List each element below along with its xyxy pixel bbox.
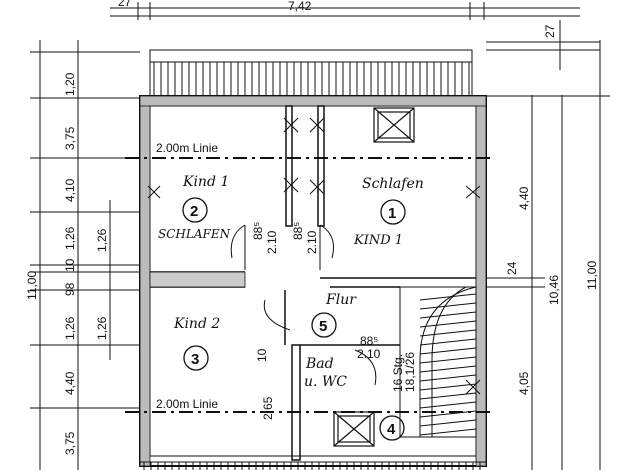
room-1-name: Schlafen bbox=[362, 176, 424, 192]
hatch-bottom-lines bbox=[143, 462, 481, 470]
dim-right-3: 4,05 bbox=[517, 371, 531, 395]
bath-label-2: u. WC bbox=[304, 374, 347, 390]
wall-left bbox=[139, 95, 487, 467]
hatch-top-lines bbox=[153, 62, 470, 96]
door3-height: 2.10 bbox=[357, 347, 381, 361]
door3-width: 88⁵ bbox=[360, 334, 378, 348]
hatch-line bbox=[419, 383, 477, 391]
roof-hatch-top bbox=[149, 49, 473, 97]
top-right-dimension bbox=[486, 20, 600, 70]
staircase bbox=[399, 286, 477, 438]
dim-left-2: 3,75 bbox=[63, 126, 77, 150]
hatch-line bbox=[419, 419, 477, 427]
room-1-subtitle: KIND 1 bbox=[353, 233, 403, 248]
dim-right-1: 4,40 bbox=[517, 186, 531, 210]
hatch-line bbox=[419, 392, 477, 400]
dim-left-8: 4,40 bbox=[63, 371, 77, 395]
room-2-number: 2 bbox=[190, 203, 198, 220]
room-5-name: Flur bbox=[325, 292, 357, 308]
hatch-line bbox=[419, 320, 477, 328]
height-line-lower-label: 2.00m Linie bbox=[156, 397, 218, 411]
room-3-number: 3 bbox=[191, 351, 199, 368]
room-2-subtitle: SCHLAFEN bbox=[158, 227, 231, 241]
roof-window-top bbox=[373, 107, 415, 143]
hatch-line bbox=[419, 356, 477, 364]
bath-width: 10 bbox=[255, 348, 269, 362]
dim-left-5: 10 bbox=[63, 258, 77, 272]
dim-left-inner-1: 1,26 bbox=[95, 228, 109, 252]
stairs-ratio: 18,1/26 bbox=[403, 352, 417, 392]
room-2-name: Kind 1 bbox=[182, 174, 229, 190]
hatch-line bbox=[419, 302, 477, 310]
roof-window-bottom bbox=[333, 411, 375, 447]
room-1-number: 1 bbox=[388, 205, 396, 222]
hatch-line bbox=[419, 374, 477, 382]
hatch-line bbox=[419, 293, 477, 301]
hatch-line bbox=[419, 338, 477, 346]
room-3-name: Kind 2 bbox=[173, 316, 220, 332]
hatch-line bbox=[419, 428, 477, 436]
height-line-upper-label: 2.00m Linie bbox=[156, 141, 218, 155]
stair-steps bbox=[419, 293, 477, 436]
hatch-line bbox=[419, 329, 477, 337]
left-dimension-chain bbox=[30, 40, 140, 470]
room-5-number: 5 bbox=[319, 318, 327, 335]
dim-left-inner-2: 1,26 bbox=[95, 316, 109, 340]
bath-label-1: Bad bbox=[305, 356, 334, 372]
dim-left-4: 1,26 bbox=[63, 226, 77, 250]
door1-height: 2.10 bbox=[265, 230, 279, 254]
bath-height: 2,65 bbox=[261, 396, 275, 420]
dim-right-2: 24 bbox=[505, 261, 519, 275]
dim-top-left: 27 bbox=[118, 0, 132, 9]
right-dimension-chain bbox=[486, 40, 610, 470]
door2-width: 88⁵ bbox=[291, 222, 305, 240]
dim-right-total-1: 10,46 bbox=[547, 275, 561, 305]
hatch-line bbox=[419, 365, 477, 373]
door2-height: 2.10 bbox=[305, 230, 319, 254]
door1-width: 88⁵ bbox=[251, 222, 265, 240]
hatch-line bbox=[419, 410, 477, 418]
wall-fill-middle bbox=[149, 271, 246, 288]
room-4-number: 4 bbox=[387, 421, 396, 438]
door-swings bbox=[230, 224, 377, 386]
dim-left-1: 1,20 bbox=[63, 72, 77, 96]
room-circles bbox=[182, 197, 406, 441]
dim-left-total: 11,00 bbox=[25, 271, 39, 300]
cross-marks bbox=[147, 117, 481, 395]
dim-left-9: 3,75 bbox=[63, 431, 77, 455]
hatch-line bbox=[419, 347, 477, 355]
dim-top-total: 7,42 bbox=[288, 0, 312, 13]
dim-left-7: 1,26 bbox=[63, 316, 77, 340]
dim-left-6: 98 bbox=[63, 282, 77, 296]
hatch-line bbox=[419, 311, 477, 319]
top-dimension-lines bbox=[110, 2, 580, 20]
dim-top-right: 27 bbox=[543, 24, 557, 38]
stairs-count: 16 Stg. bbox=[391, 354, 405, 392]
dim-right-total-2: 11,00 bbox=[585, 261, 599, 290]
hatch-line bbox=[419, 401, 477, 409]
dim-left-3: 4,10 bbox=[63, 178, 77, 202]
